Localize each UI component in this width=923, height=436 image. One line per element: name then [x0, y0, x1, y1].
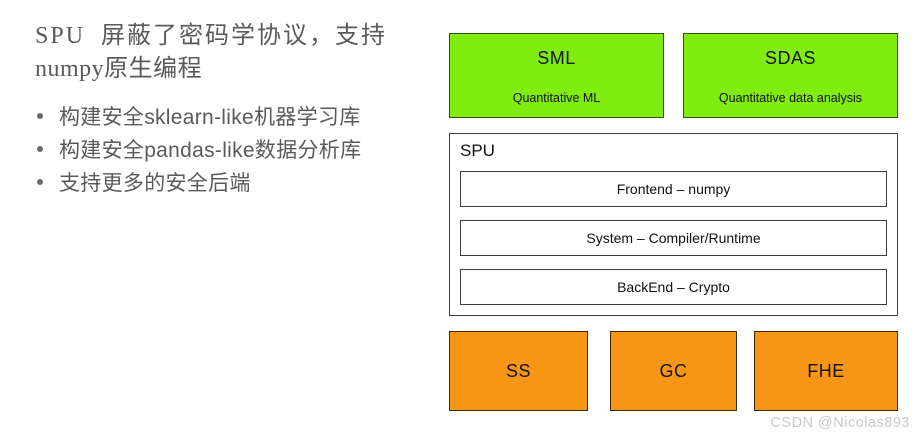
bullet-text: 构建安全sklearn-like机器学习库 [59, 105, 361, 129]
bullet-text: 构建安全pandas-like数据分析库 [59, 138, 362, 162]
sdas-box: SDAS Quantitative data analysis [683, 33, 898, 118]
bullet-list: 构建安全sklearn-like机器学习库 构建安全pandas-like数据分… [35, 99, 430, 198]
layer-system-box: System – Compiler/Runtime [460, 220, 887, 256]
bullet-dot-icon [37, 112, 43, 119]
layer-backend-box: BackEnd – Crypto [460, 269, 887, 305]
layer-frontend-box: Frontend – numpy [460, 171, 887, 207]
gc-box: GC [610, 331, 737, 411]
sdas-title: SDAS [764, 48, 817, 68]
intro-line-1: SPU 屏蔽了密码学协议，支持 [35, 23, 388, 49]
bullet-dot-icon [37, 178, 43, 185]
bullet-item-backends: 支持更多的安全后端 [35, 165, 430, 198]
sml-box: SML Quantitative ML [449, 33, 664, 118]
ss-box: SS [449, 331, 588, 411]
bullet-text: 支持更多的安全后端 [59, 171, 251, 195]
intro-line-2: numpy原生编程 [35, 56, 203, 82]
bullet-item-pandas: 构建安全pandas-like数据分析库 [35, 132, 430, 165]
watermark-text: CSDN @Nicolas893 [770, 415, 910, 431]
left-text-panel: SPU 屏蔽了密码学协议，支持 numpy原生编程 构建安全sklearn-li… [35, 20, 430, 198]
sml-subtitle: Quantitative ML [512, 91, 601, 105]
spu-label: SPU [460, 141, 495, 160]
sml-title: SML [537, 48, 576, 68]
fhe-box: FHE [754, 331, 898, 411]
sdas-subtitle: Quantitative data analysis [718, 91, 863, 105]
spu-container-box: SPU Frontend – numpy System – Compiler/R… [449, 133, 898, 316]
bullet-item-sklearn: 构建安全sklearn-like机器学习库 [35, 99, 430, 132]
bullet-dot-icon [37, 145, 43, 152]
